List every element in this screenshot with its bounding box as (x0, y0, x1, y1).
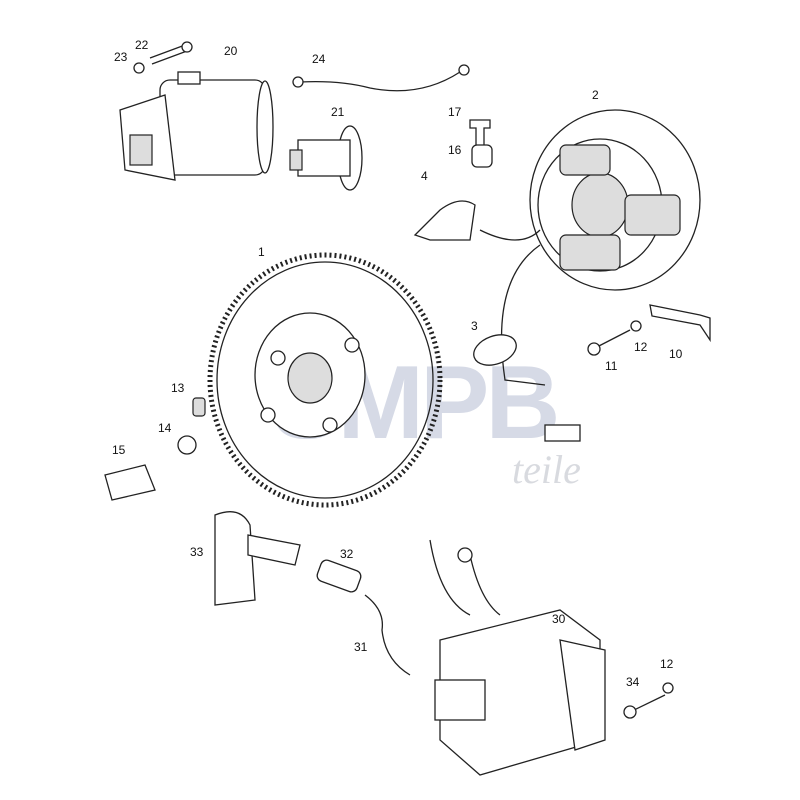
hose-31 (364, 594, 411, 676)
part-label: 15 (112, 443, 126, 457)
washer-23 (133, 62, 145, 74)
part-label: 16 (448, 143, 462, 157)
part-label: 24 (312, 52, 326, 66)
nut-15 (104, 464, 156, 501)
part-label: 20 (224, 44, 238, 58)
part-label: 33 (190, 545, 204, 559)
part-label: 17 (448, 105, 462, 119)
ignition-coil (429, 539, 606, 776)
watermark-subtext: teile (512, 447, 581, 492)
washer-12b (662, 682, 674, 694)
part-label: 23 (114, 50, 128, 64)
spacer-16 (471, 144, 493, 168)
part-label: 11 (605, 359, 618, 373)
cable-24 (299, 71, 461, 92)
part-label: 34 (626, 675, 640, 689)
grommet-3 (473, 334, 517, 366)
part-label: 14 (158, 421, 172, 435)
bolt-11 (594, 329, 631, 349)
part-label: 30 (552, 612, 566, 626)
part-label: 22 (135, 38, 149, 52)
flywheel (207, 252, 443, 508)
part-label: 2 (592, 88, 599, 102)
part-label: 32 (340, 547, 354, 561)
stator (529, 109, 701, 291)
part-label: 12 (660, 657, 674, 671)
connector-32 (316, 559, 362, 593)
part-label: 3 (471, 319, 478, 333)
part-label: 13 (171, 381, 185, 395)
part-label: 10 (669, 347, 683, 361)
bolt-22 (149, 41, 193, 65)
part-label: 4 (421, 169, 428, 183)
part-label: 31 (354, 640, 368, 654)
pickup-4 (413, 200, 476, 241)
washer-14 (177, 435, 197, 455)
bracket-10 (649, 304, 711, 343)
key-13 (192, 397, 206, 417)
spark-cap-33 (214, 511, 256, 606)
washer-12 (630, 320, 642, 332)
starter-motor (119, 71, 274, 181)
part-label: 21 (331, 105, 345, 119)
part-label: 12 (634, 340, 648, 354)
connector (544, 424, 581, 442)
part-label: 1 (258, 245, 265, 259)
starter-drive (289, 125, 363, 191)
